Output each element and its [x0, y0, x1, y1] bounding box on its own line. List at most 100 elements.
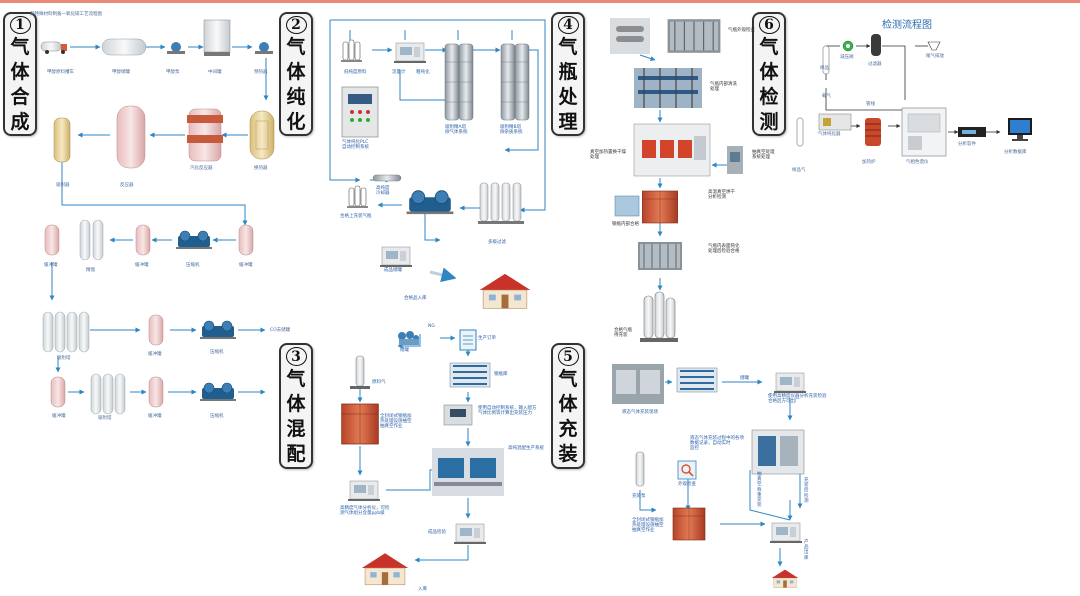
section-char: 测 — [759, 111, 779, 133]
section-char: 气 — [286, 368, 306, 390]
label-meter: 流量计 — [392, 70, 406, 75]
separator-icon — [79, 219, 104, 261]
filling-compressor-icon — [405, 190, 455, 215]
cylinder-inspection-photo — [610, 18, 650, 54]
warehouse-icon — [771, 569, 799, 588]
label-product-out: 产 品 出 库 — [804, 540, 809, 561]
label-buffer: 缓冲罐 — [148, 414, 162, 419]
mid-tank-icon — [203, 19, 231, 56]
section-char: 装 — [558, 443, 578, 465]
detection-section — [796, 34, 1032, 157]
vacuum-dryer-icon — [614, 195, 640, 217]
data-device-icon — [958, 127, 986, 137]
section-number: 6 — [758, 16, 780, 34]
label-truck: 甲醇原料槽车 — [47, 70, 74, 75]
label-pump: 甲醇泵 — [166, 70, 180, 75]
pump-icon — [167, 42, 185, 54]
label-filling-analyzer: 使用高精度仪器分析充装检验 合格后方可出厂 — [768, 394, 827, 405]
finished-cylinders-icon — [640, 291, 678, 342]
section-char: 气 — [759, 36, 779, 58]
section-char: 气 — [558, 36, 578, 58]
buffer-tank-icon — [148, 376, 164, 408]
warehouse-icon — [361, 552, 409, 586]
buffer-tank-icon — [44, 224, 60, 256]
mixing-plant-photo — [432, 448, 504, 496]
label-store: 合格品入库 — [404, 296, 427, 301]
label-compressor: 压缩机 — [186, 263, 200, 268]
label-station: 储罐 — [400, 348, 409, 353]
label-ng: NG — [428, 324, 435, 329]
buffer-tank-icon — [135, 224, 151, 256]
adsorb-tower-group — [42, 311, 90, 353]
section-char: 检 — [759, 86, 779, 108]
label-buffer: 缓冲罐 — [135, 263, 149, 268]
section-badge-mixing: 3 气 体 混 配 — [279, 343, 313, 469]
label-side-process: 抽 真 空 称 重 充 装 — [757, 472, 762, 509]
label-column-a: 吸附精A塔 除气体系统 — [445, 125, 468, 136]
storage-rack-icon — [676, 367, 718, 393]
label-compressor: 压缩机 — [210, 350, 224, 355]
label-cyl-clean: 气瓶内部清洗 处理 — [710, 82, 737, 93]
label-cooler: 高纯度 冷却器 — [376, 186, 390, 197]
label-filling-site: 液态气体充装现场 — [622, 410, 658, 415]
label-filter: 多级过滤 — [488, 240, 506, 245]
label-column-b: 吸附精B塔 除杂质系统 — [500, 125, 523, 136]
heating-coil-icon — [865, 118, 881, 146]
filling-analyzer-icon — [769, 522, 803, 544]
purify-column-icon — [500, 43, 530, 121]
carrier-cylinder-icon — [796, 117, 804, 147]
section-char: 气 — [10, 36, 30, 58]
purify-column-icon — [444, 43, 474, 121]
gas-cylinder-group-icon — [340, 39, 363, 63]
cleaning-line-photo — [634, 68, 702, 108]
label-filled-cylinder: 合格上充装气瓶 — [340, 214, 372, 219]
label-filter-vessel: 过滤器 — [868, 62, 882, 67]
label-gc: 气相色谱仪 — [906, 160, 929, 165]
purification-section — [329, 19, 546, 309]
label-warehouse: 入库 — [418, 587, 427, 592]
multi-filter-icon — [478, 182, 524, 224]
section-badge-filling: 5 气 体 充 装 — [551, 343, 585, 469]
detection-title: 检测流程图 — [882, 20, 932, 31]
furnace-icon — [672, 507, 706, 541]
section-number: 3 — [285, 347, 307, 366]
section-char: 瓶 — [558, 61, 578, 83]
section-char: 混 — [286, 418, 306, 440]
label-buffer: 缓冲罐 — [148, 352, 162, 357]
vent-icon — [927, 41, 941, 51]
label-vent: 尾气排放 — [926, 54, 944, 59]
section-number: 4 — [557, 16, 579, 34]
warehouse-icon — [479, 273, 531, 309]
flow-meter-icon — [393, 42, 427, 64]
label-filling-note: 液态气体充装过程中的各项 数据记录，自动实时 监控 — [690, 436, 744, 452]
label-storage: 甲醇储罐 — [112, 70, 130, 75]
section-number: 1 — [9, 16, 31, 34]
section-char: 理 — [558, 111, 578, 133]
storage-tank-icon — [101, 38, 147, 56]
label-valve: 减压阀 — [840, 55, 854, 60]
heat-exchanger-icon — [249, 110, 275, 160]
label-visual-check: 外观检查 — [678, 482, 696, 487]
label-cyl-ok: 钢瓶内部合格 — [612, 222, 639, 227]
buffer-tank-icon — [50, 376, 66, 408]
section-char: 配 — [286, 443, 306, 465]
compressor-icon — [199, 320, 237, 340]
section-char: 气 — [286, 36, 306, 58]
label-mix-system: 高纯混配生产系统 — [508, 446, 544, 451]
label-adsorber: 吸附器 — [56, 183, 70, 188]
label-filling-pump: 充装泵 — [632, 494, 646, 499]
sample-cylinder-icon — [822, 45, 830, 75]
label-cyl-ready: 合格气瓶 待充装 — [614, 328, 632, 339]
label-exchanger: 换热器 — [254, 166, 268, 171]
section-number: 2 — [285, 16, 307, 34]
label-buffer: 缓冲罐 — [239, 263, 253, 268]
label-heater: 预热器 — [254, 70, 268, 75]
label-buffer: 缓冲罐 — [44, 263, 58, 268]
label-reactor: 反应器 — [120, 183, 134, 188]
label-sample-gas: 样品气 — [792, 168, 806, 173]
section-char: 体 — [286, 61, 306, 83]
section-badge-synthesis: 1 气 体 合 成 — [3, 12, 37, 136]
computer-monitor-icon — [1008, 118, 1032, 141]
label-cyl-dry: 真空加热置换干燥 处理 — [590, 150, 626, 161]
label-cyl-check: 气瓶外观检查 — [728, 28, 755, 33]
